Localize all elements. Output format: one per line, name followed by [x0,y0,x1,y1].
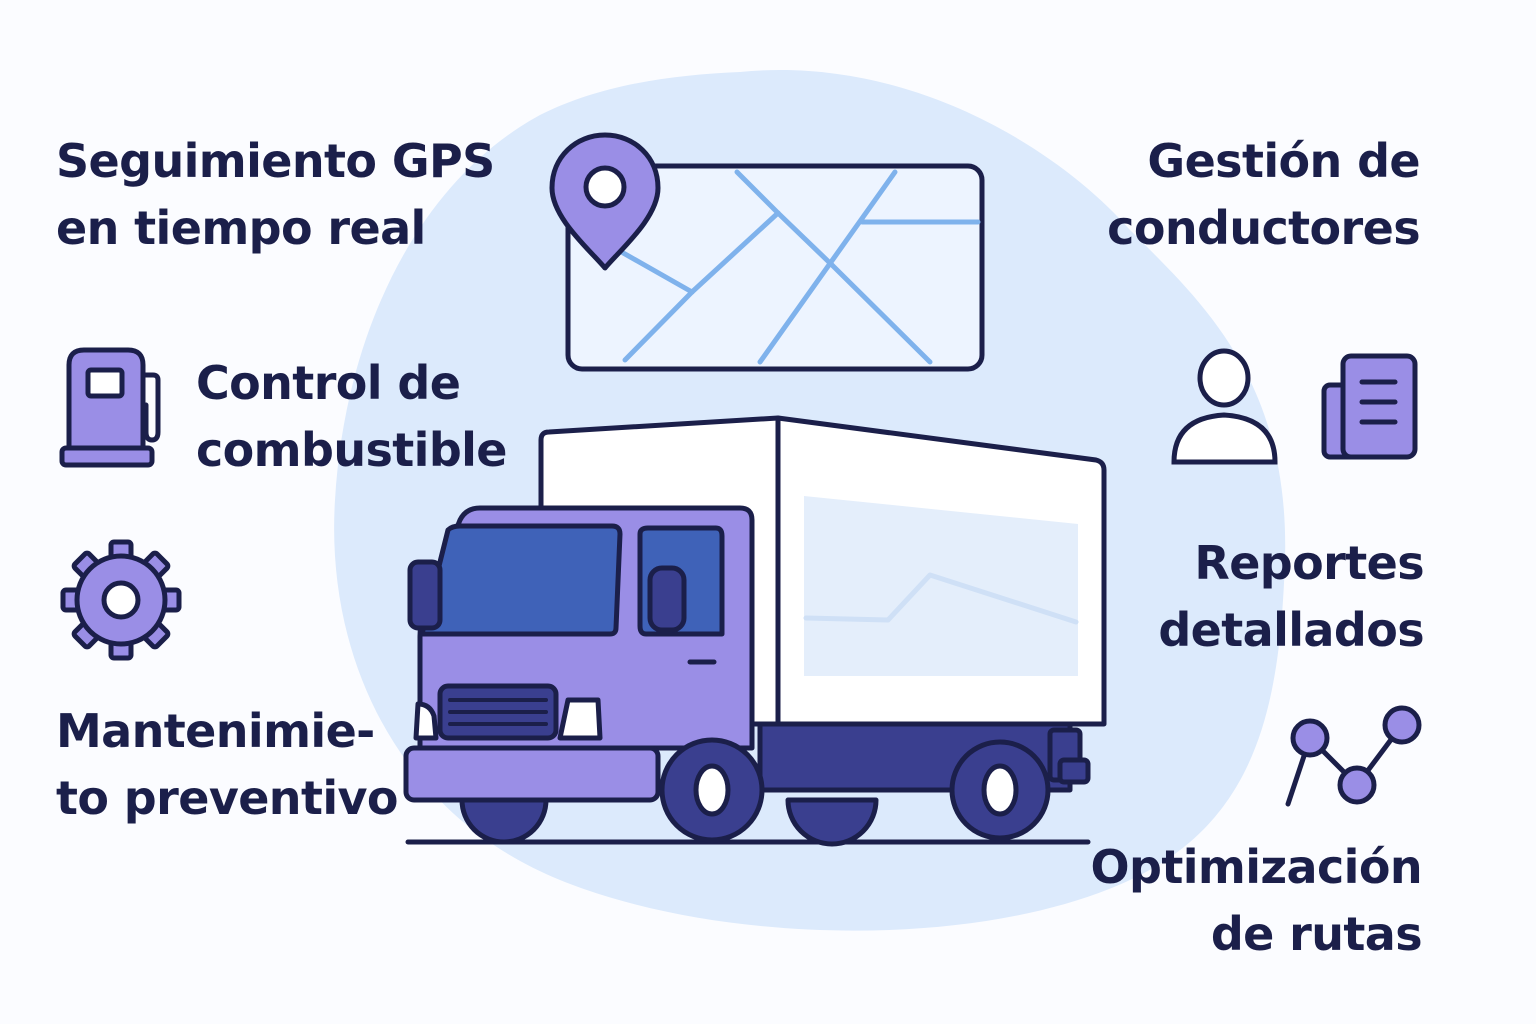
routes-line-2: de rutas [1210,907,1423,961]
gps-line-2: en tiempo real [56,201,426,255]
feature-label-drivers: Gestión de conductores [1107,128,1420,262]
feature-label-reports: Reportes detallados [1158,530,1424,664]
delivery-truck-icon [403,415,1107,847]
reports-line-2: detallados [1158,603,1424,657]
feature-label-gps: Seguimiento GPS en tiempo real [56,128,495,262]
feature-label-fuel: Control de combustible [196,350,508,484]
map-icon [565,163,985,372]
gear-icon [60,539,182,661]
route-graph-icon [1285,705,1422,807]
routes-line-1: Optimización [1090,840,1423,894]
fuel-pump-icon [59,347,161,468]
maintenance-line-1: Mantenimie- [56,704,375,758]
feature-label-maintenance: Mantenimie- to preventivo [56,698,399,832]
document-icon [1321,353,1418,460]
maintenance-line-2: to preventivo [56,771,399,825]
feature-label-routes: Optimización de rutas [1091,834,1423,968]
drivers-line-2: conductores [1107,201,1420,255]
drivers-line-1: Gestión de [1147,134,1420,188]
map-pin-icon [549,132,661,271]
fuel-line-1: Control de [196,356,461,410]
gps-line-1: Seguimiento GPS [56,134,495,188]
fuel-line-2: combustible [196,423,508,477]
reports-line-1: Reportes [1194,536,1424,590]
user-icon [1171,348,1278,465]
